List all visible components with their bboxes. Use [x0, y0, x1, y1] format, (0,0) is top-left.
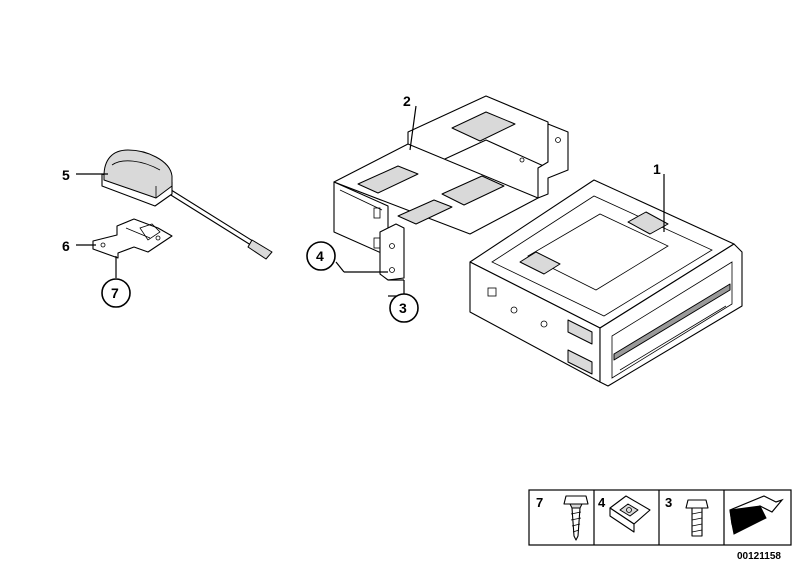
bolt-icon	[685, 499, 709, 537]
direction-arrow-icon	[729, 495, 784, 535]
callout-6: 6	[62, 238, 70, 254]
mounting-frame-part	[333, 95, 569, 281]
callout-3: 3	[399, 300, 407, 316]
callout-2: 2	[403, 93, 411, 109]
reference-number: 00121158	[737, 551, 781, 562]
callout-5: 5	[62, 167, 70, 183]
legend-label-7: 7	[536, 495, 543, 510]
screw-icon	[563, 495, 589, 541]
callout-1: 1	[653, 161, 661, 177]
callout-4-circle: 4	[306, 241, 336, 271]
navigation-unit-part	[469, 179, 743, 387]
clip-nut-icon	[609, 495, 651, 533]
hardware-legend: 7 4 3	[528, 489, 792, 546]
antenna-bracket-part	[92, 218, 173, 259]
legend-label-3: 3	[665, 495, 672, 510]
callout-7: 7	[111, 285, 119, 301]
callout-4: 4	[316, 248, 324, 264]
antenna-part	[101, 149, 273, 260]
legend-label-4: 4	[598, 495, 606, 510]
callout-7-circle: 7	[101, 278, 131, 308]
callout-3-circle: 3	[389, 293, 419, 323]
